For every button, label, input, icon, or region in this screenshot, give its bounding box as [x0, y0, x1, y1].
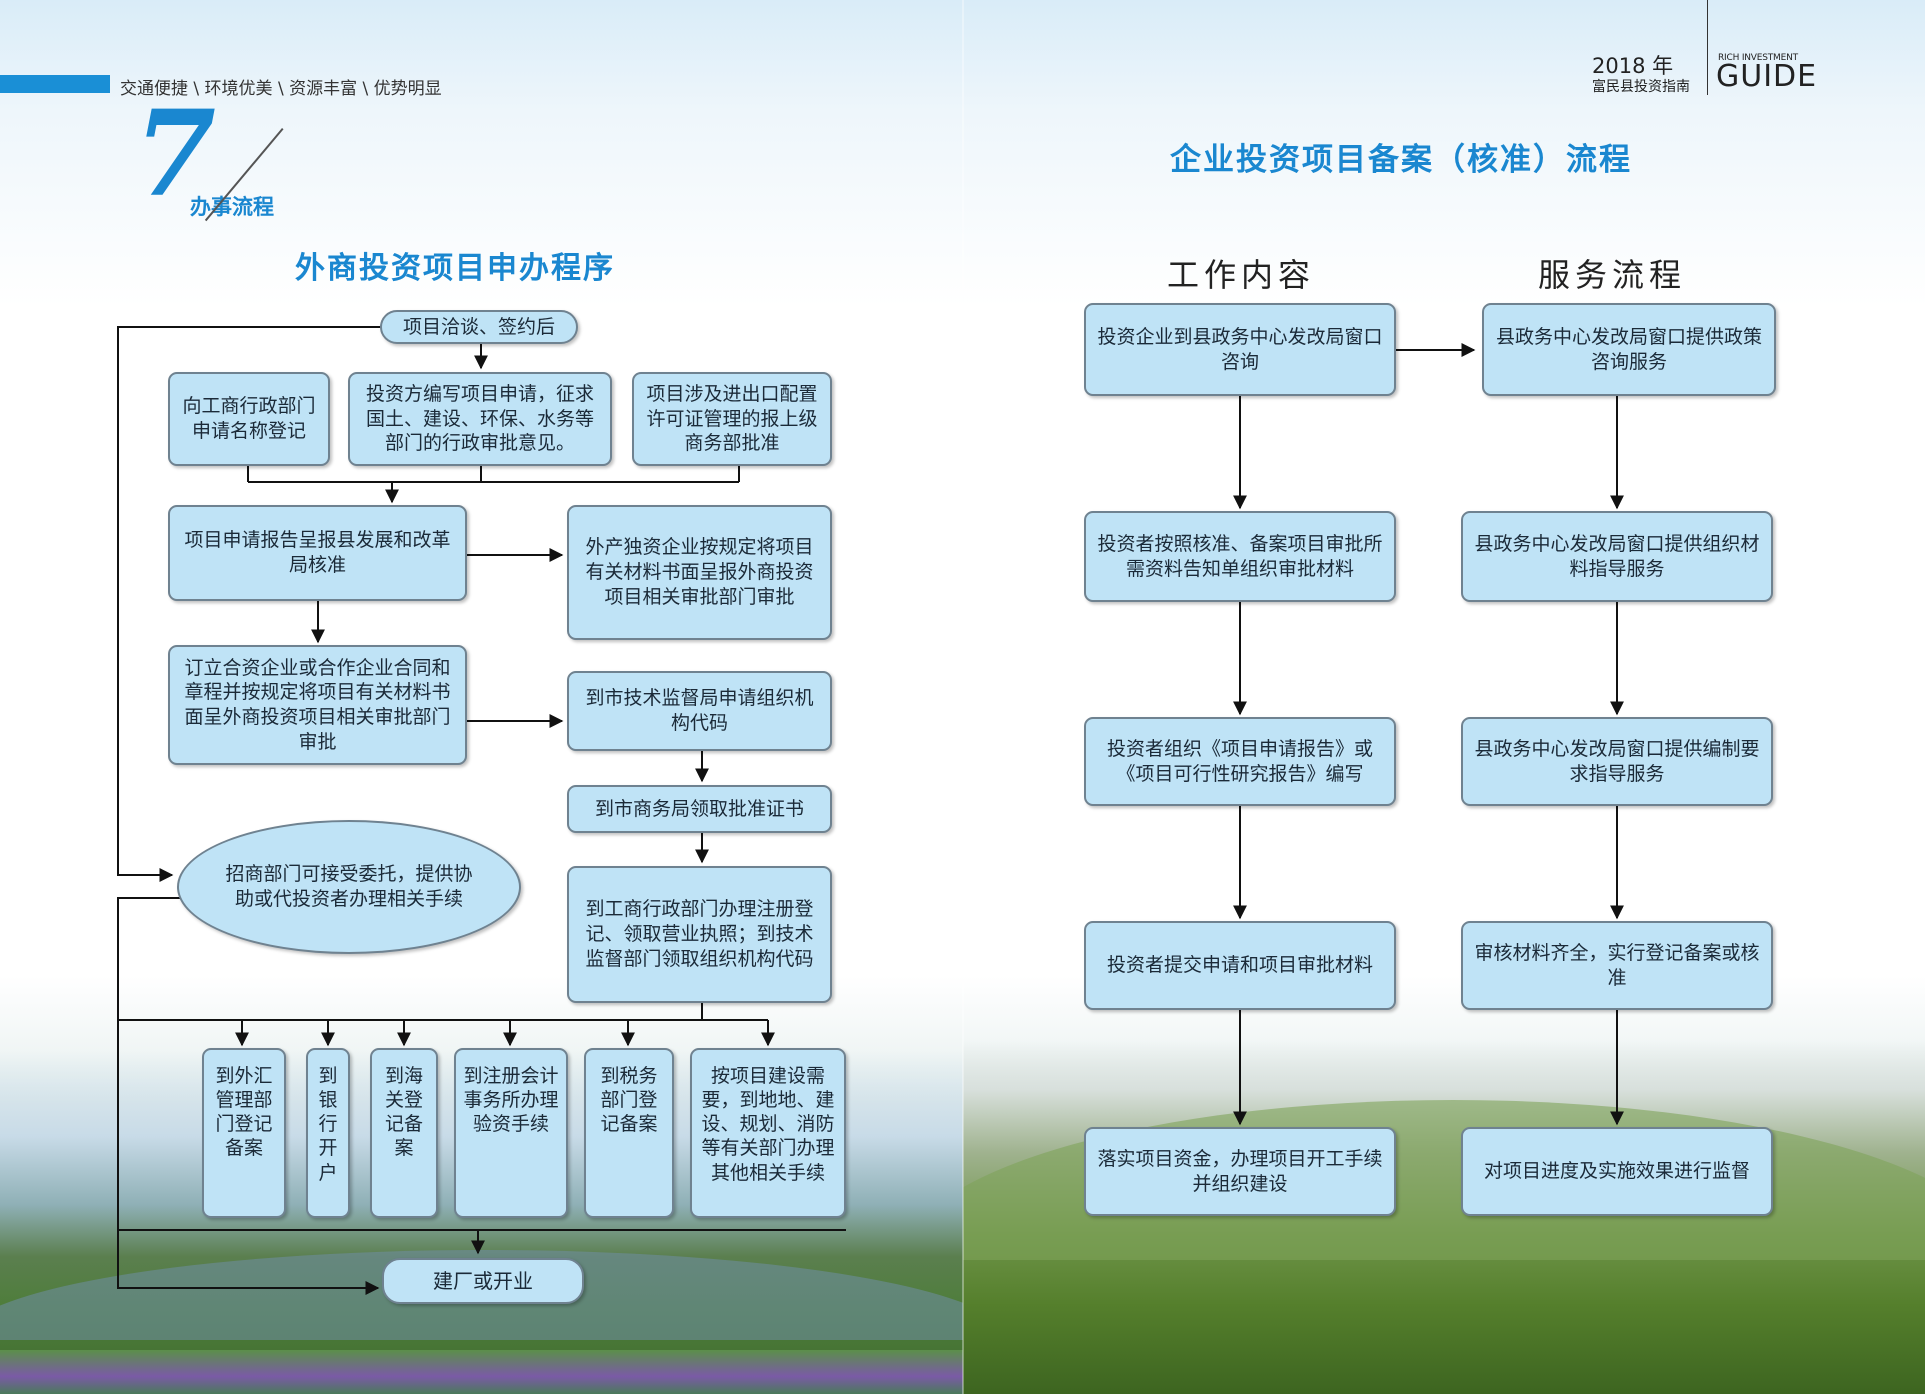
guide-subtitle: 富民县投资指南	[1592, 79, 1690, 95]
node-start: 项目洽谈、签约后	[380, 310, 578, 344]
node-agency: 招商部门可接受委托，提供协助或代投资者办理相关手续	[177, 820, 521, 954]
service-step-1: 县政务中心发改局窗口提供政策咨询服务	[1482, 303, 1776, 396]
work-step-5: 落实项目资金，办理项目开工手续并组织建设	[1084, 1127, 1396, 1216]
node-report-approval: 项目申请报告呈报县发展和改革局核准	[168, 505, 467, 601]
rich-investment-label: RICH INVESTMENT	[1718, 53, 1798, 63]
right-flow-title: 企业投资项目备案（核准）流程	[1170, 142, 1632, 178]
service-column-header: 服务流程	[1538, 256, 1687, 294]
work-step-1: 投资企业到县政务中心发改局窗口咨询	[1084, 303, 1396, 396]
service-step-5: 对项目进度及实施效果进行监督	[1461, 1127, 1773, 1216]
node-investor-apply: 投资方编写项目申请，征求国土、建设、环保、水务等部门的行政审批意见。	[348, 372, 612, 466]
work-step-4: 投资者提交申请和项目审批材料	[1084, 921, 1396, 1010]
header-slogan: 交通便捷 \ 环境优美 \ 资源丰富 \ 优势明显	[120, 79, 442, 99]
node-tax: 到税务部门登记备案	[584, 1048, 674, 1218]
node-accountant: 到注册会计事务所办理验资手续	[454, 1048, 568, 1218]
header-accent-bar	[0, 75, 110, 93]
service-step-3: 县政务中心发改局窗口提供编制要求指导服务	[1461, 717, 1773, 806]
node-business-license: 到工商行政部门办理注册登记、领取营业执照；到技术监督部门领取组织机构代码	[567, 866, 832, 1003]
node-forex: 到外汇管理部门登记备案	[202, 1048, 286, 1218]
work-step-3: 投资者组织《项目申请报告》或《项目可行性研究报告》编写	[1084, 717, 1396, 806]
header-vertical-rule	[1707, 0, 1708, 95]
node-approval-cert: 到市商务局领取批准证书	[567, 785, 832, 833]
node-foreign-owned: 外产独资企业按规定将项目有关材料书面呈报外商投资项目相关审批部门审批	[567, 505, 832, 640]
left-flow-title: 外商投资项目申办程序	[295, 251, 615, 286]
guide-year: 2018 年	[1592, 54, 1674, 78]
node-name-registration: 向工商行政部门申请名称登记	[168, 372, 330, 466]
section-title: 办事流程	[190, 195, 274, 219]
work-column-header: 工作内容	[1167, 256, 1316, 294]
work-step-2: 投资者按照核准、备案项目审批所需资料告知单组织审批材料	[1084, 511, 1396, 602]
node-other-procedures: 按项目建设需要，到地地、建设、规划、消防等有关部门办理其他相关手续	[690, 1048, 846, 1218]
node-end: 建厂或开业	[382, 1258, 584, 1304]
service-step-2: 县政务中心发改局窗口提供组织材料指导服务	[1461, 511, 1773, 602]
service-step-4: 审核材料齐全，实行登记备案或核准	[1461, 921, 1773, 1010]
node-customs: 到海关登记备案	[370, 1048, 438, 1218]
node-import-export: 项目涉及进出口配置许可证管理的报上级商务部批准	[632, 372, 832, 466]
guide-logo-text: GUIDE	[1716, 59, 1818, 94]
node-bank: 到银行开户	[306, 1048, 350, 1218]
node-tech-code: 到市技术监督局申请组织机构代码	[567, 671, 832, 751]
page-divider	[962, 0, 964, 1394]
section-number: 7	[134, 84, 217, 223]
node-contract: 订立合资企业或合作企业合同和章程并按规定将项目有关材料书面呈外商投资项目相关审批…	[168, 645, 467, 765]
